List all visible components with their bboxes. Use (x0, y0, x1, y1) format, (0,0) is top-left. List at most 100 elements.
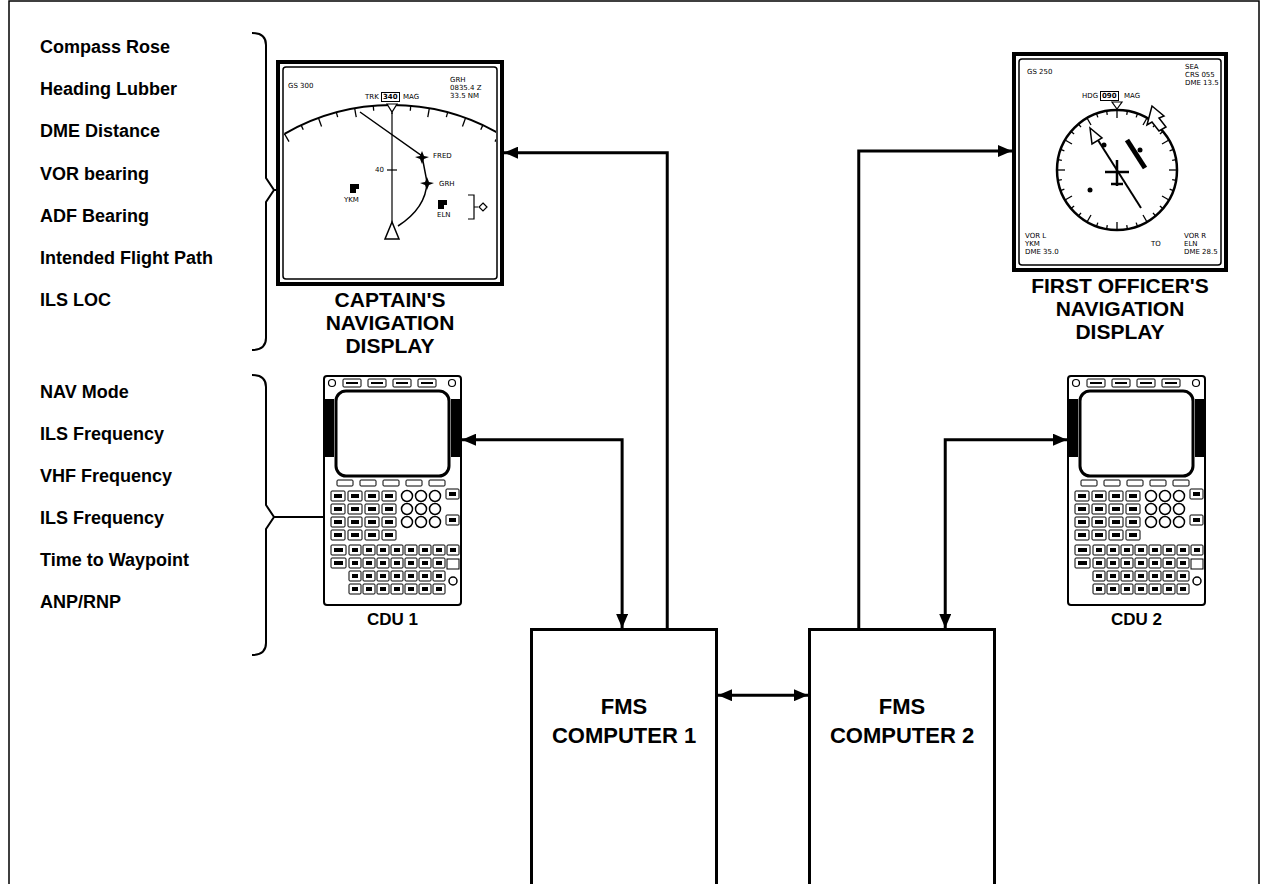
cdu-key-mark (408, 587, 414, 591)
connector-arrow (859, 151, 1012, 628)
cdu-key-mark (380, 587, 386, 591)
cdu-key-mark (368, 520, 376, 524)
screen-readout: YKM (343, 196, 360, 204)
cdu-key (1126, 517, 1140, 527)
screen-readout: GS 250 (1026, 68, 1053, 76)
compass-tick (373, 106, 375, 111)
bracket (252, 33, 274, 350)
cdu-key-mark (1176, 483, 1186, 484)
screen-readout: VOR L (1024, 232, 1047, 240)
compass-tick (1143, 118, 1147, 125)
compass-tick (428, 108, 430, 117)
cdu-key (349, 545, 361, 555)
compass-tick (1061, 189, 1065, 190)
cdu-key (1107, 571, 1119, 581)
cdu-key-mark (1096, 561, 1102, 565)
cdu-key (331, 530, 345, 540)
cdu-key (331, 504, 345, 514)
cdu-key (447, 559, 459, 569)
compass-tick (1136, 114, 1137, 118)
cdu-key (1092, 517, 1106, 527)
cdu-key-mark (409, 483, 419, 484)
cdu-key-mark (334, 507, 342, 511)
screen-readout: GS 300 (287, 82, 314, 90)
cdu-key (382, 517, 396, 527)
cdu-key-mark (1180, 548, 1186, 552)
cdu-key (343, 379, 361, 387)
compass-tick (1143, 215, 1147, 222)
cdu-key (348, 491, 362, 501)
cdu-key (406, 480, 422, 486)
cdu-light (1073, 380, 1080, 387)
cdu-key-mark (1193, 492, 1200, 496)
cdu-key-mark (385, 533, 393, 537)
cdu-knob (416, 517, 427, 528)
cdu-key-mark (352, 548, 358, 552)
course-arrow (1090, 128, 1102, 144)
compass-tick (1162, 140, 1169, 144)
cdu-key-mark (1078, 533, 1086, 537)
cdu-knob (430, 504, 441, 515)
cdu-key-mark (1096, 548, 1102, 552)
cdu-key-mark (334, 561, 343, 565)
screen-readout: 0835.4 Z (449, 84, 483, 92)
cdu-key-mark (1138, 587, 1144, 591)
cdu-key (1093, 571, 1105, 581)
feature-item: ILS LOC (40, 289, 111, 311)
feature-item: VHF Frequency (40, 465, 172, 487)
compass-tick (318, 118, 321, 126)
compass-tick (301, 125, 303, 130)
waypoint-star (420, 177, 434, 190)
screen-readout: ELN (436, 211, 452, 219)
cdu-screen (336, 391, 449, 476)
vor-diamond (479, 203, 487, 211)
cdu-key-mark (1096, 574, 1102, 578)
cdu-key (1135, 545, 1147, 555)
cdu-key (377, 584, 389, 594)
cdu-key-mark (1152, 574, 1158, 578)
cdu-key (382, 530, 396, 540)
cdu-key-mark (1166, 561, 1172, 565)
cdu-key-mark (380, 574, 386, 578)
cdu-key-mark (368, 507, 376, 511)
cdu-key (1109, 530, 1123, 540)
cdu-key (1135, 558, 1147, 568)
compass-tick (1106, 111, 1108, 115)
compass-tick (1071, 131, 1074, 134)
bearing-pointer (1147, 106, 1166, 131)
box-title: FMS COMPUTER 1 (542, 693, 707, 750)
cdu-key (348, 530, 362, 540)
screen-readout: TO (1150, 240, 1162, 248)
cdu-key-mark (1129, 494, 1137, 498)
cdu-knob (449, 577, 457, 585)
cdu-key (365, 504, 379, 514)
compass-tick (1136, 223, 1137, 227)
cdu-key (331, 545, 346, 555)
cdu-key (1075, 558, 1090, 568)
compass-tick (481, 125, 483, 130)
cdu-key-mark (1129, 533, 1137, 537)
cdu-key-mark (366, 574, 372, 578)
cdu-key-mark (408, 574, 414, 578)
cdu-key (1075, 530, 1089, 540)
cdu-key-mark (1078, 548, 1087, 552)
compass-tick (1153, 213, 1156, 216)
cdu-key-mark (1129, 520, 1137, 524)
cdu-key-mark (334, 533, 342, 537)
cdu-key-mark (436, 548, 442, 552)
cdu-key (382, 491, 396, 501)
cdu-key (1126, 530, 1140, 540)
cdu-details (325, 379, 1204, 594)
compass-tick (1126, 111, 1128, 115)
cdu-knob (1174, 504, 1185, 515)
cdu-key (365, 517, 379, 527)
cdu-key-mark (1138, 574, 1144, 578)
cdu-key (1075, 491, 1089, 501)
compass-tick (1087, 118, 1091, 125)
cdu-key (1092, 530, 1106, 540)
cdu-key (1121, 571, 1133, 581)
cdu-key-mark (351, 494, 359, 498)
feature-item: Compass Rose (40, 36, 170, 58)
cdu-key-mark (385, 520, 393, 524)
